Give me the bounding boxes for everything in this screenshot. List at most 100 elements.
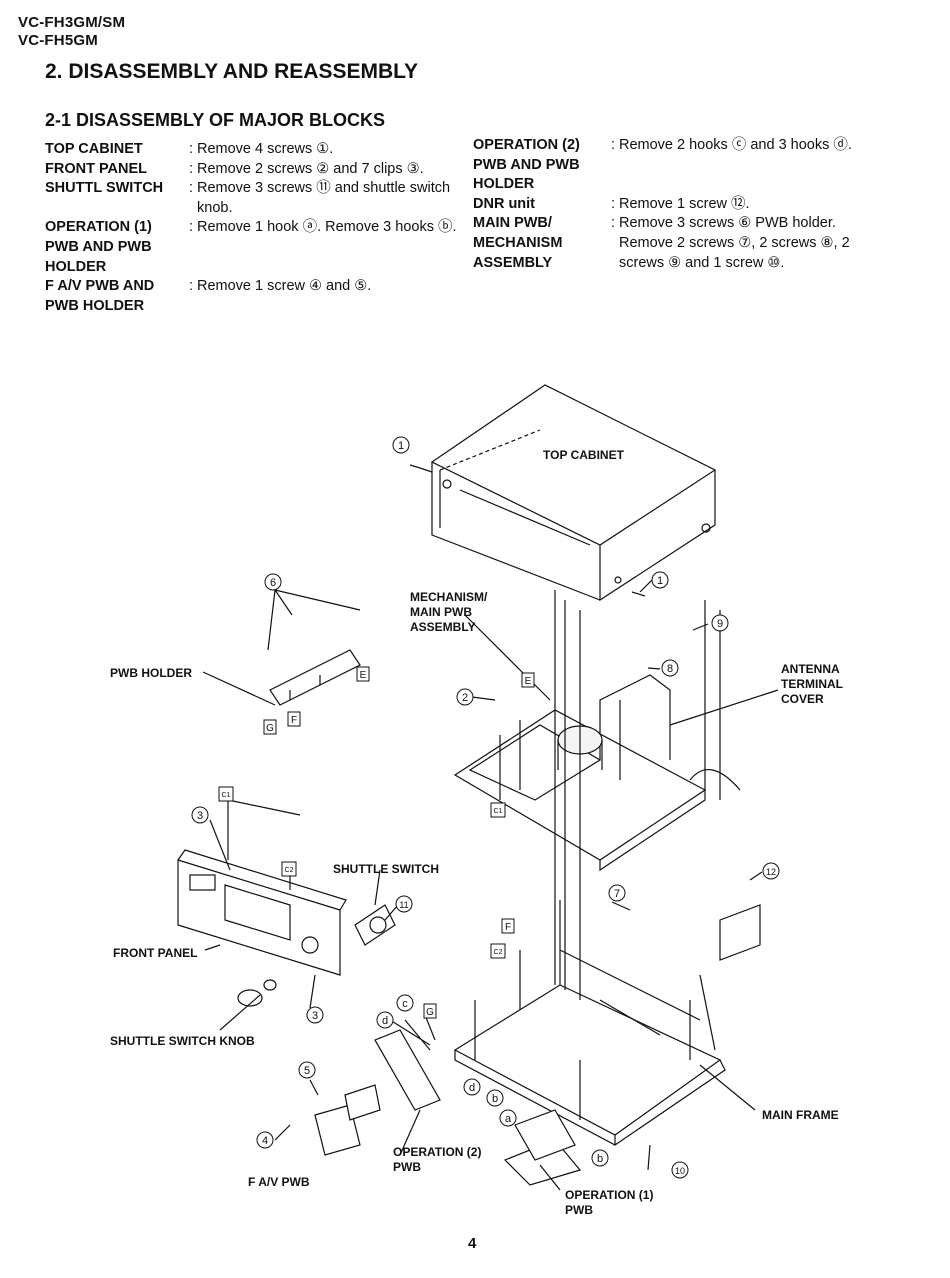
step-text: Remove 2 screws ② and 7 clips ③. (197, 160, 424, 177)
shuttle-switch-drawing (354, 904, 396, 946)
fav-pwb-drawing (314, 1104, 361, 1156)
step-shuttle-switch: SHUTTL SWITCH: Remove 3 screws ⑪ and shu… (45, 179, 457, 218)
svg-text:b: b (492, 1093, 498, 1105)
svg-text:E: E (360, 670, 367, 681)
step-text: Remove 1 screw ⑫. (619, 195, 750, 212)
svg-text:d: d (469, 1082, 475, 1094)
model-number-1: VC-FH3GM/SM (18, 14, 126, 31)
svg-text:12: 12 (766, 867, 776, 877)
marker-4: 4 (256, 1131, 274, 1149)
svg-text:G: G (426, 1007, 434, 1018)
marker-b-top: b (486, 1089, 504, 1107)
steps-right: OPERATION (2) PWB AND PWB HOLDER: Remove… (473, 136, 889, 273)
marker-a: a (499, 1109, 517, 1127)
marker-6: 6 (264, 573, 282, 591)
svg-text:9: 9 (717, 618, 723, 630)
svg-text:a: a (505, 1113, 512, 1125)
marker-9: 9 (711, 614, 729, 632)
svg-text:C1: C1 (494, 808, 503, 815)
marker-G-top: G (263, 719, 277, 735)
svg-text:F: F (291, 715, 297, 726)
marker-3-bottom: 3 (306, 1006, 324, 1024)
svg-text:11: 11 (399, 900, 408, 910)
marker-d-right: d (463, 1078, 481, 1096)
marker-10: 10 (671, 1161, 689, 1179)
svg-text:1: 1 (657, 575, 663, 587)
svg-text:5: 5 (304, 1065, 310, 1077)
svg-text:3: 3 (312, 1010, 318, 1022)
subsection-title: 2-1 DISASSEMBLY OF MAJOR BLOCKS (45, 110, 386, 130)
svg-text:C1: C1 (222, 792, 231, 799)
svg-text:b: b (597, 1153, 603, 1165)
marker-5: 5 (298, 1061, 316, 1079)
svg-text:7: 7 (614, 888, 620, 900)
svg-text:E: E (525, 676, 532, 687)
marker-G-mid: G (423, 1003, 437, 1019)
svg-text:6: 6 (270, 577, 276, 589)
step-text: Remove 3 screws ⑥ PWB holder. Remove 2 s… (619, 215, 850, 271)
svg-text:8: 8 (667, 663, 673, 675)
marker-7: 7 (608, 884, 626, 902)
label-operation2-pwb: OPERATION (2) PWB (393, 1145, 482, 1174)
step-text: Remove 3 screws ⑪ and shuttle switch kno… (197, 180, 451, 216)
step-label: OPERATION (2) PWB AND PWB HOLDER (473, 137, 580, 193)
marker-C2-mid: C2 (490, 943, 506, 959)
step-label: MAIN PWB/ MECHANISM ASSEMBLY (473, 215, 563, 271)
step-dnr-unit: DNR unit: Remove 1 screw ⑫. (473, 195, 889, 215)
label-main-frame: MAIN FRAME (762, 1108, 839, 1122)
svg-text:c: c (402, 998, 408, 1010)
marker-C2-top: C2 (281, 861, 297, 877)
main-frame-drawing (453, 900, 726, 1147)
operation2-pwb-drawing (374, 1029, 441, 1111)
svg-text:2: 2 (462, 692, 468, 704)
svg-text:d: d (382, 1015, 388, 1027)
section-title: 2. DISASSEMBLY AND REASSEMBLY (45, 60, 419, 83)
marker-E-top: E (356, 666, 370, 682)
marker-F-top: F (287, 711, 301, 727)
label-mechanism: MECHANISM/ MAIN PWB ASSEMBLY (410, 590, 488, 634)
svg-text:10: 10 (675, 1166, 685, 1176)
svg-text:1: 1 (398, 440, 404, 452)
label-front-panel: FRONT PANEL (113, 946, 198, 960)
step-front-panel: FRONT PANEL: Remove 2 screws ② and 7 cli… (45, 160, 457, 180)
step-operation2: OPERATION (2) PWB AND PWB HOLDER: Remove… (473, 136, 889, 195)
mechanism-drawing (453, 674, 741, 872)
step-label: SHUTTL SWITCH (45, 180, 164, 197)
svg-text:F: F (505, 922, 511, 933)
label-fav-pwb: F A/V PWB (248, 1175, 310, 1189)
label-pwb-holder: PWB HOLDER (110, 666, 192, 680)
marker-C1-top: C1 (218, 786, 234, 802)
svg-text:4: 4 (262, 1135, 268, 1147)
step-operation1: OPERATION (1) PWB AND PWB HOLDER: Remove… (45, 218, 457, 277)
pwb-holder-drawing (269, 649, 361, 706)
svg-text:G: G (266, 723, 274, 734)
marker-C1-mid: C1 (490, 802, 506, 818)
marker-1-bottom: 1 (651, 571, 669, 589)
marker-d-left: d (376, 1011, 394, 1029)
svg-text:C2: C2 (285, 867, 294, 874)
marker-b-bottom: b (591, 1149, 609, 1167)
label-top-cabinet: TOP CABINET (543, 448, 624, 462)
label-operation1-pwb: OPERATION (1) PWB (565, 1188, 654, 1217)
marker-c: c (396, 994, 414, 1012)
label-antenna-cover: ANTENNA TERMINAL COVER (781, 662, 843, 706)
step-label: DNR unit (473, 195, 536, 212)
step-top-cabinet: TOP CABINET: Remove 4 screws ①. (45, 140, 457, 160)
marker-1-top: 1 (392, 436, 410, 454)
marker-12: 12 (762, 862, 780, 880)
marker-2: 2 (456, 688, 474, 706)
shuttle-knob-drawing (237, 979, 277, 1007)
step-fav-pwb: F A/V PWB AND PWB HOLDER: Remove 1 screw… (45, 277, 457, 316)
svg-text:C2: C2 (494, 949, 503, 956)
model-number-2: VC-FH5GM (18, 32, 98, 49)
marker-11: 11 (395, 895, 413, 913)
step-main-pwb: MAIN PWB/ MECHANISM ASSEMBLY: Remove 3 s… (473, 214, 889, 273)
marker-3-top: 3 (191, 806, 209, 824)
step-label: FRONT PANEL (45, 160, 148, 177)
step-text: Remove 4 screws ①. (197, 141, 334, 157)
step-label: F A/V PWB AND PWB HOLDER (45, 278, 155, 314)
dnr-unit-drawing (719, 904, 761, 961)
front-panel-drawing (177, 849, 347, 976)
top-cabinet-drawing (419, 384, 717, 602)
